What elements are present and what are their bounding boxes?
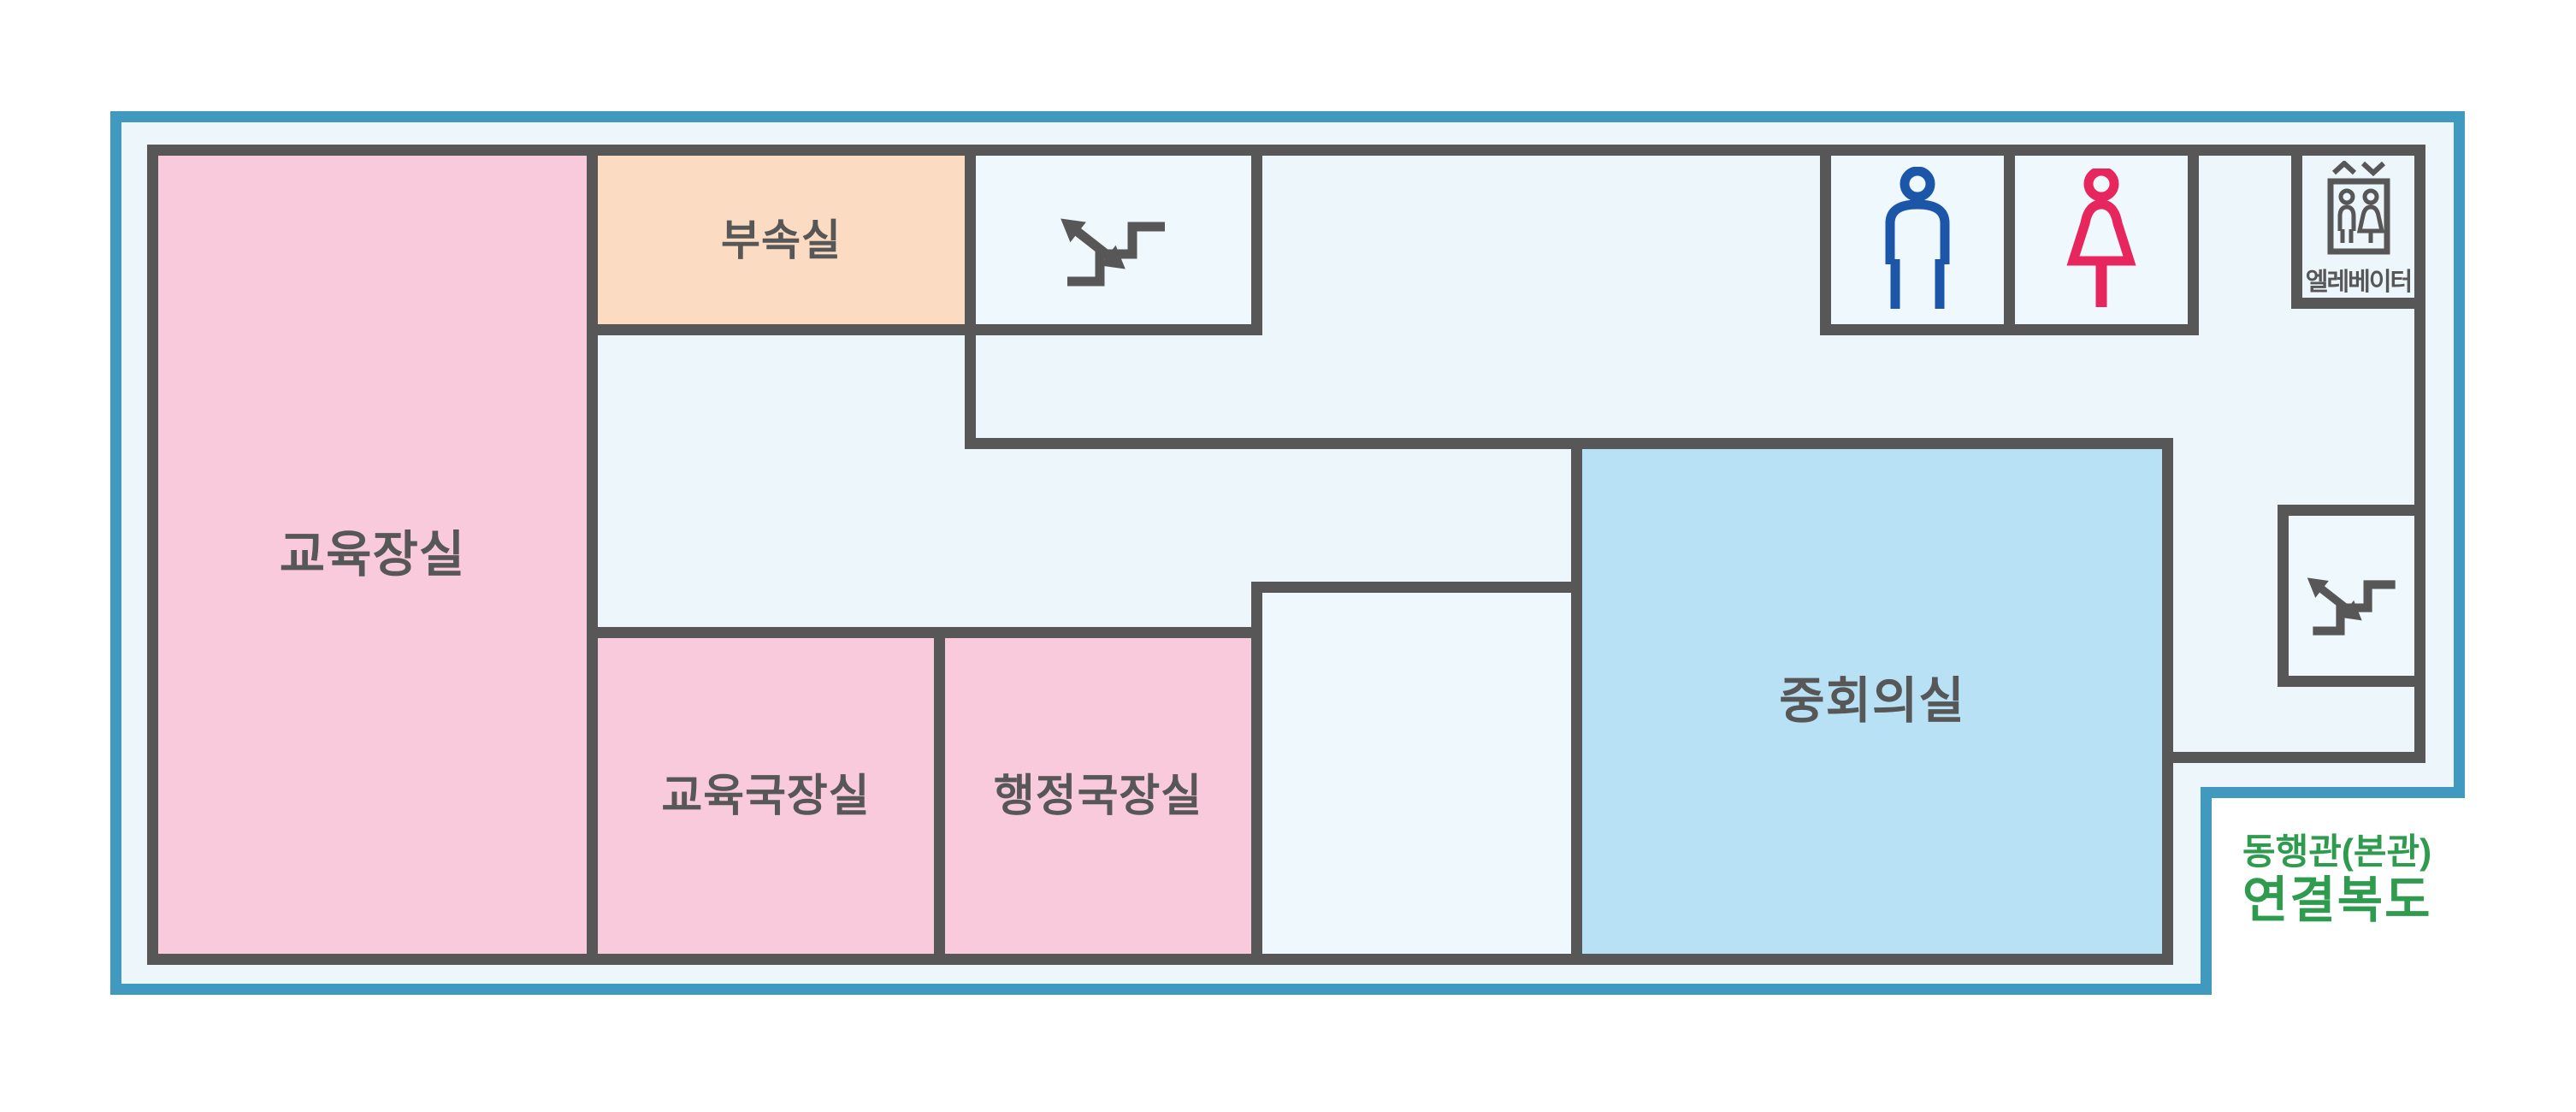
wall [587, 145, 598, 965]
stairs-icon [1061, 217, 1165, 286]
connecting-corridor-annotation: 동행관(본관) 연결복도 [2242, 831, 2431, 930]
wall [1820, 145, 1831, 335]
room-education-director-office: 교육국장실 [598, 638, 934, 954]
elevator-icon [2327, 161, 2390, 255]
female-restroom-icon [2066, 168, 2136, 307]
wall [1251, 145, 1262, 335]
stairs-icon [2307, 577, 2396, 636]
border-bottom [110, 984, 2212, 995]
room-main-conference: 중회의실 [1582, 449, 2162, 954]
room-unlabeled [1262, 593, 1571, 954]
wall [2162, 438, 2173, 965]
male-restroom-icon [1885, 166, 1950, 309]
room-female-restroom [2015, 156, 2188, 324]
wall [2162, 752, 2425, 763]
wall [2278, 505, 2289, 687]
wall [1251, 582, 1262, 965]
elevator-area: 엘레베이터 [2304, 161, 2413, 298]
room-label: 교육장실 [279, 526, 466, 583]
room-stairs-east [2289, 516, 2414, 676]
room-label: 중회의실 [1779, 673, 1965, 729]
room-label: 부속실 [721, 216, 842, 264]
room-male-restroom [1831, 156, 2004, 324]
room-admin-director-office: 행정국장실 [945, 638, 1251, 954]
wall [1571, 438, 1582, 965]
wall [147, 954, 2173, 965]
border-notch-vertical [2201, 787, 2212, 995]
wall [2414, 145, 2425, 763]
border-left [110, 111, 121, 995]
wall [2291, 298, 2425, 309]
annotation-line1: 동행관(본관) [2242, 831, 2432, 872]
border-top [110, 111, 2465, 122]
wall [147, 145, 158, 965]
wall [587, 324, 1262, 335]
bottom-right-notch [2212, 798, 2454, 984]
wall [965, 438, 2173, 449]
elevator-label: 엘레베이터 [2305, 269, 2413, 296]
annotation-line2: 연결복도 [2242, 872, 2432, 929]
border-right [2454, 111, 2465, 798]
wall [2004, 145, 2015, 335]
wall [2291, 145, 2302, 309]
wall [587, 627, 1262, 638]
wall [147, 145, 2425, 156]
wall [2278, 676, 2425, 687]
wall [934, 627, 945, 965]
wall [965, 145, 976, 449]
wall [2188, 145, 2199, 335]
wall [2278, 505, 2425, 516]
room-superintendent-office: 교육장실 [158, 156, 587, 954]
wall [1251, 582, 1582, 593]
room-label: 교육국장실 [661, 771, 871, 821]
room-annex-office: 부속실 [598, 156, 965, 324]
border-notch-horizontal [2201, 787, 2465, 798]
room-stairs-north [976, 156, 1251, 324]
room-label: 행정국장실 [993, 771, 1203, 821]
